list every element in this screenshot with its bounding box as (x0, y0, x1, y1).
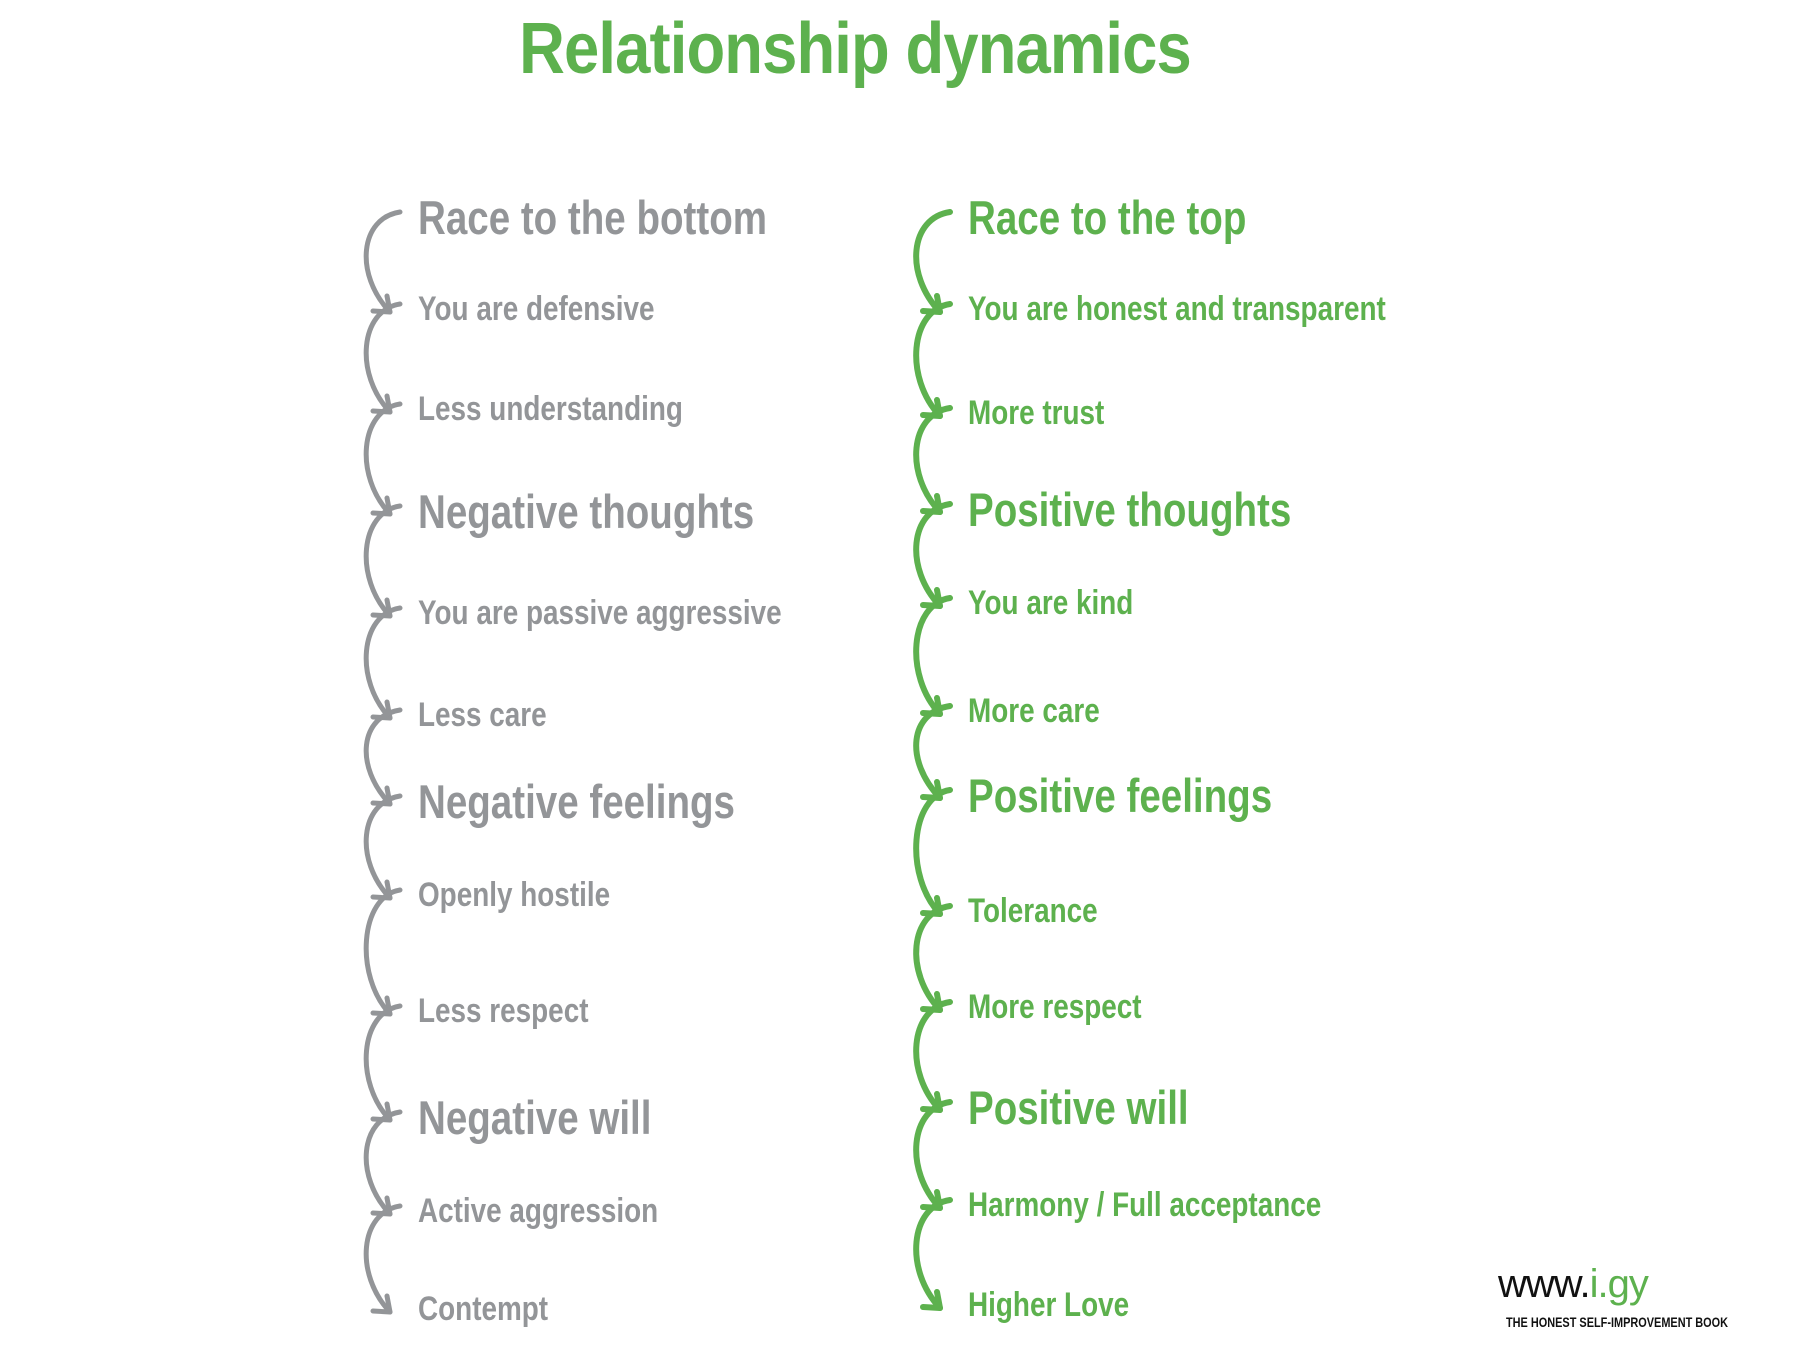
right-arrow-9-curved-arrow-icon (913, 999, 953, 1113)
left-step-1: You are defensive (418, 290, 655, 328)
left-step-8: Less respect (418, 992, 589, 1030)
right-arrow-6-curved-arrow-icon (913, 703, 953, 801)
left-step-11: Contempt (418, 1290, 549, 1328)
right-arrow-3-curved-arrow-icon (913, 405, 953, 515)
right-step-6-heading: Positive feelings (968, 769, 1273, 822)
right-step-1: You are honest and transparent (968, 290, 1386, 328)
left-arrow-9-curved-arrow-icon (363, 1003, 403, 1123)
left-step-5: Less care (418, 696, 547, 734)
left-step-4: You are passive aggressive (418, 594, 782, 632)
left-arrow-6-curved-arrow-icon (363, 707, 403, 807)
left-arrow-11-curved-arrow-icon (363, 1203, 403, 1315)
left-step-7: Openly hostile (418, 876, 611, 914)
left-arrow-1-curved-arrow-icon (363, 209, 403, 315)
left-arrow-10-curved-arrow-icon (363, 1109, 403, 1217)
left-step-2: Less understanding (418, 390, 683, 428)
right-arrow-7-curved-arrow-icon (913, 787, 953, 917)
left-arrow-4-curved-arrow-icon (363, 503, 403, 619)
right-step-7: Tolerance (968, 892, 1098, 930)
right-step-8: More respect (968, 988, 1142, 1026)
left-step-3-heading: Negative thoughts (418, 485, 755, 538)
right-arrow-5-curved-arrow-icon (913, 595, 953, 717)
right-step-11: Higher Love (968, 1286, 1130, 1324)
brand-logo: www.i.gy THE HONEST SELF-IMPROVEMENT BOO… (1498, 1262, 1728, 1330)
left-arrow-2-curved-arrow-icon (363, 301, 403, 415)
brand-url-prefix: www. (1498, 1262, 1591, 1306)
left-step-9-heading: Negative will (418, 1091, 652, 1144)
brand-url-accent: i.gy (1589, 1262, 1649, 1306)
page-title: Relationship dynamics (519, 9, 1191, 89)
right-step-4: You are kind (968, 584, 1134, 622)
left-arrow-8-curved-arrow-icon (363, 887, 403, 1017)
left-arrow-5-curved-arrow-icon (363, 605, 403, 721)
right-arrow-10-curved-arrow-icon (913, 1099, 953, 1211)
right-arrow-11-curved-arrow-icon (913, 1197, 953, 1311)
left-heading: Race to the bottom (418, 191, 768, 244)
left-arrow-7-curved-arrow-icon (363, 793, 403, 901)
right-step-5: More care (968, 692, 1100, 730)
right-arrow-4-curved-arrow-icon (913, 501, 953, 609)
right-arrow-1-curved-arrow-icon (913, 209, 953, 315)
left-step-10: Active aggression (418, 1192, 659, 1230)
brand-url: www.i.gy (1498, 1262, 1649, 1307)
right-step-3-heading: Positive thoughts (968, 483, 1292, 536)
brand-tagline: THE HONEST SELF-IMPROVEMENT BOOK (1506, 1314, 1729, 1330)
left-arrow-3-curved-arrow-icon (363, 401, 403, 517)
right-step-9-heading: Positive will (968, 1081, 1189, 1134)
left-step-6-heading: Negative feelings (418, 775, 736, 828)
right-step-2: More trust (968, 394, 1105, 432)
right-arrow-2-curved-arrow-icon (913, 301, 953, 419)
right-arrow-8-curved-arrow-icon (913, 903, 953, 1013)
right-step-10: Harmony / Full acceptance (968, 1186, 1322, 1224)
right-heading: Race to the top (968, 191, 1247, 244)
